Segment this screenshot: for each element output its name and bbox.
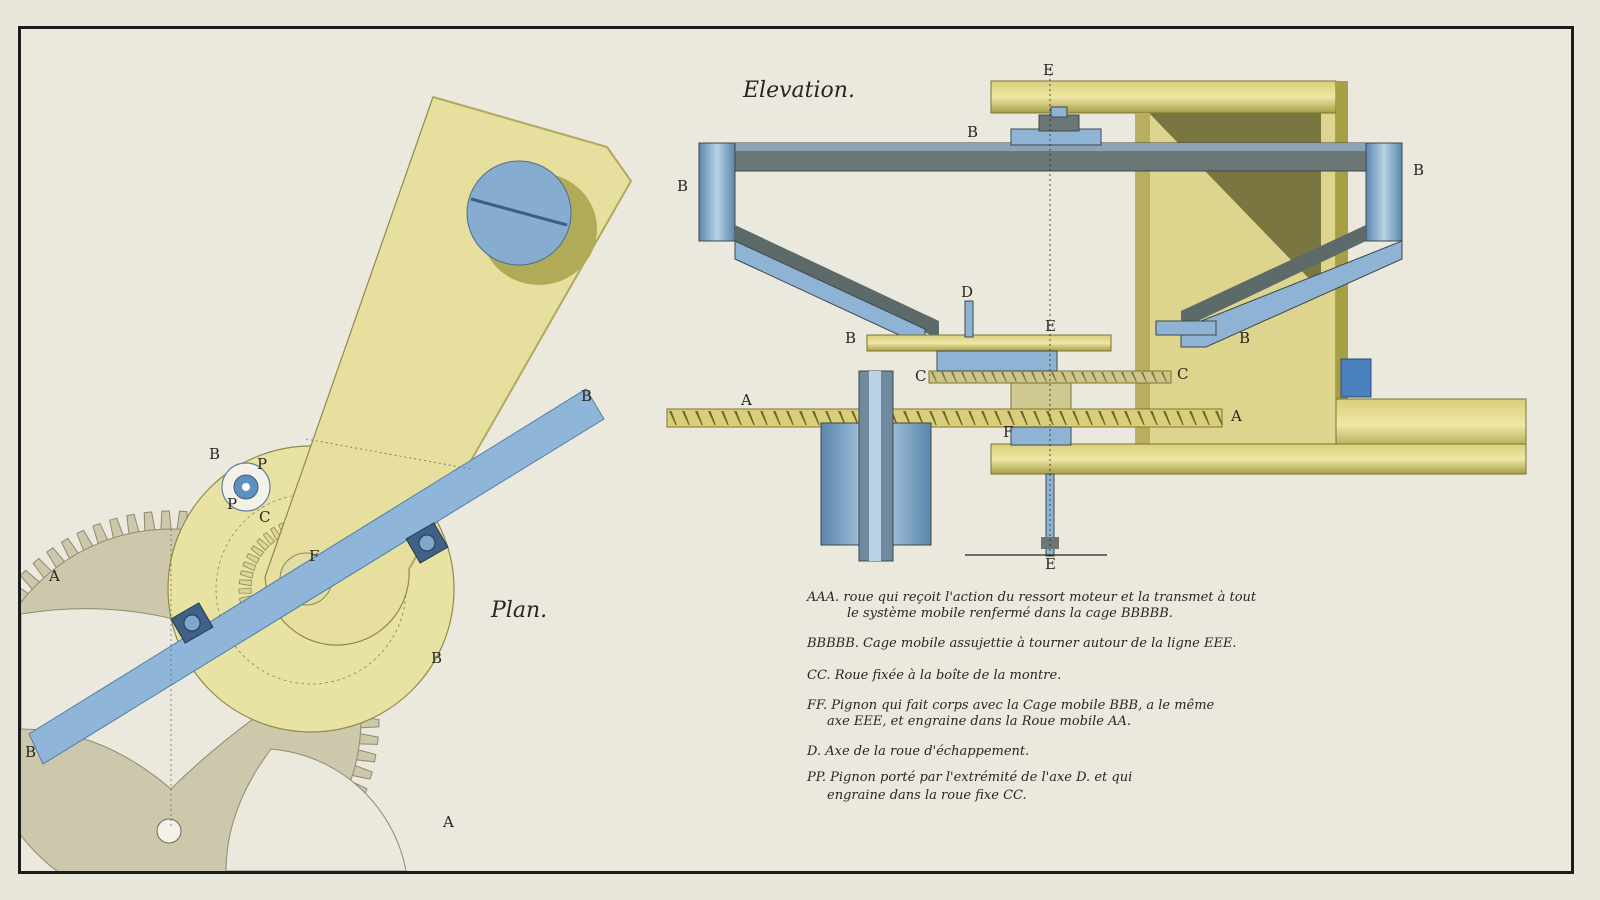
barrel-post-elevation — [820, 370, 932, 562]
elev-label-a-right: A — [1230, 407, 1242, 425]
elev-label-c-right: C — [1177, 365, 1188, 383]
plan-label-p-top: P — [257, 455, 267, 473]
legend-cc-line1: CC. Roue fixée à la boîte de la montre. — [807, 668, 1061, 683]
plan-label-a-top: A — [48, 567, 60, 585]
elev-label-b-lower-left: B — [845, 329, 856, 347]
plan-label-b-arm: B — [581, 387, 592, 405]
plan-label-b-right: B — [431, 649, 442, 667]
drawing-sheet: Plan. A A B B B B P P C F Elevation. — [18, 26, 1574, 874]
legend-bbbbb-line1: BBBBB. Cage mobile assujettie à tourner … — [806, 636, 1237, 651]
plan-title: Plan. — [490, 598, 547, 623]
legend-pp-line1: PP. Pignon porté par l'extrémité de l'ax… — [806, 770, 1132, 785]
elev-label-e-top: E — [1043, 61, 1054, 79]
elev-label-b-lower-right: B — [1239, 329, 1250, 347]
plan-label-f: F — [309, 547, 319, 565]
pinion-p-plan — [221, 462, 271, 512]
screw-head-plan — [466, 160, 597, 285]
legend-aaa-line2: le système mobile renfermé dans la cage … — [847, 606, 1173, 621]
plan-label-b-pinion: B — [209, 445, 220, 463]
plan-label-b-left: B — [25, 743, 36, 761]
legend-d-line1: D. Axe de la roue d'échappement. — [806, 744, 1029, 759]
elev-label-d: D — [961, 283, 973, 301]
plan-label-p-bottom: P — [227, 495, 237, 513]
elev-label-f: F — [1003, 423, 1013, 441]
elev-label-e-middle: E — [1045, 317, 1056, 335]
elev-label-c-left: C — [915, 367, 926, 385]
elevation-view: Elevation. — [666, 61, 1527, 573]
plan-view: Plan. A A B B B B P P C F — [21, 96, 633, 871]
cage-frame-elevation — [698, 106, 1403, 348]
elev-label-b-upper: B — [967, 123, 978, 141]
plan-label-a-bottom: A — [442, 813, 454, 831]
legend-ff-line1: FF. Pignon qui fait corps avec la Cage m… — [806, 698, 1215, 713]
legend: AAA. roue qui reçoit l'action du ressort… — [806, 590, 1257, 803]
plan-label-c: C — [259, 508, 270, 526]
elev-label-a-left: A — [740, 391, 752, 409]
wheel-aa-elevation — [666, 408, 1223, 428]
elev-label-b-right: B — [1413, 161, 1424, 179]
elevation-title: Elevation. — [742, 78, 855, 103]
technical-drawing: Plan. A A B B B B P P C F Elevation. — [21, 61, 1527, 871]
elev-label-b-left: B — [677, 177, 688, 195]
legend-ff-line2: axe EEE, et engraine dans la Roue mobile… — [827, 714, 1131, 729]
wheel-cc-elevation — [928, 370, 1172, 384]
legend-pp-line2: engraine dans la roue fixe CC. — [827, 788, 1027, 803]
legend-aaa-line1: AAA. roue qui reçoit l'action du ressort… — [806, 590, 1257, 605]
cage-plate-elevation — [866, 334, 1112, 352]
elev-label-e-bottom: E — [1045, 555, 1056, 573]
steel-bar-plan — [28, 388, 605, 765]
